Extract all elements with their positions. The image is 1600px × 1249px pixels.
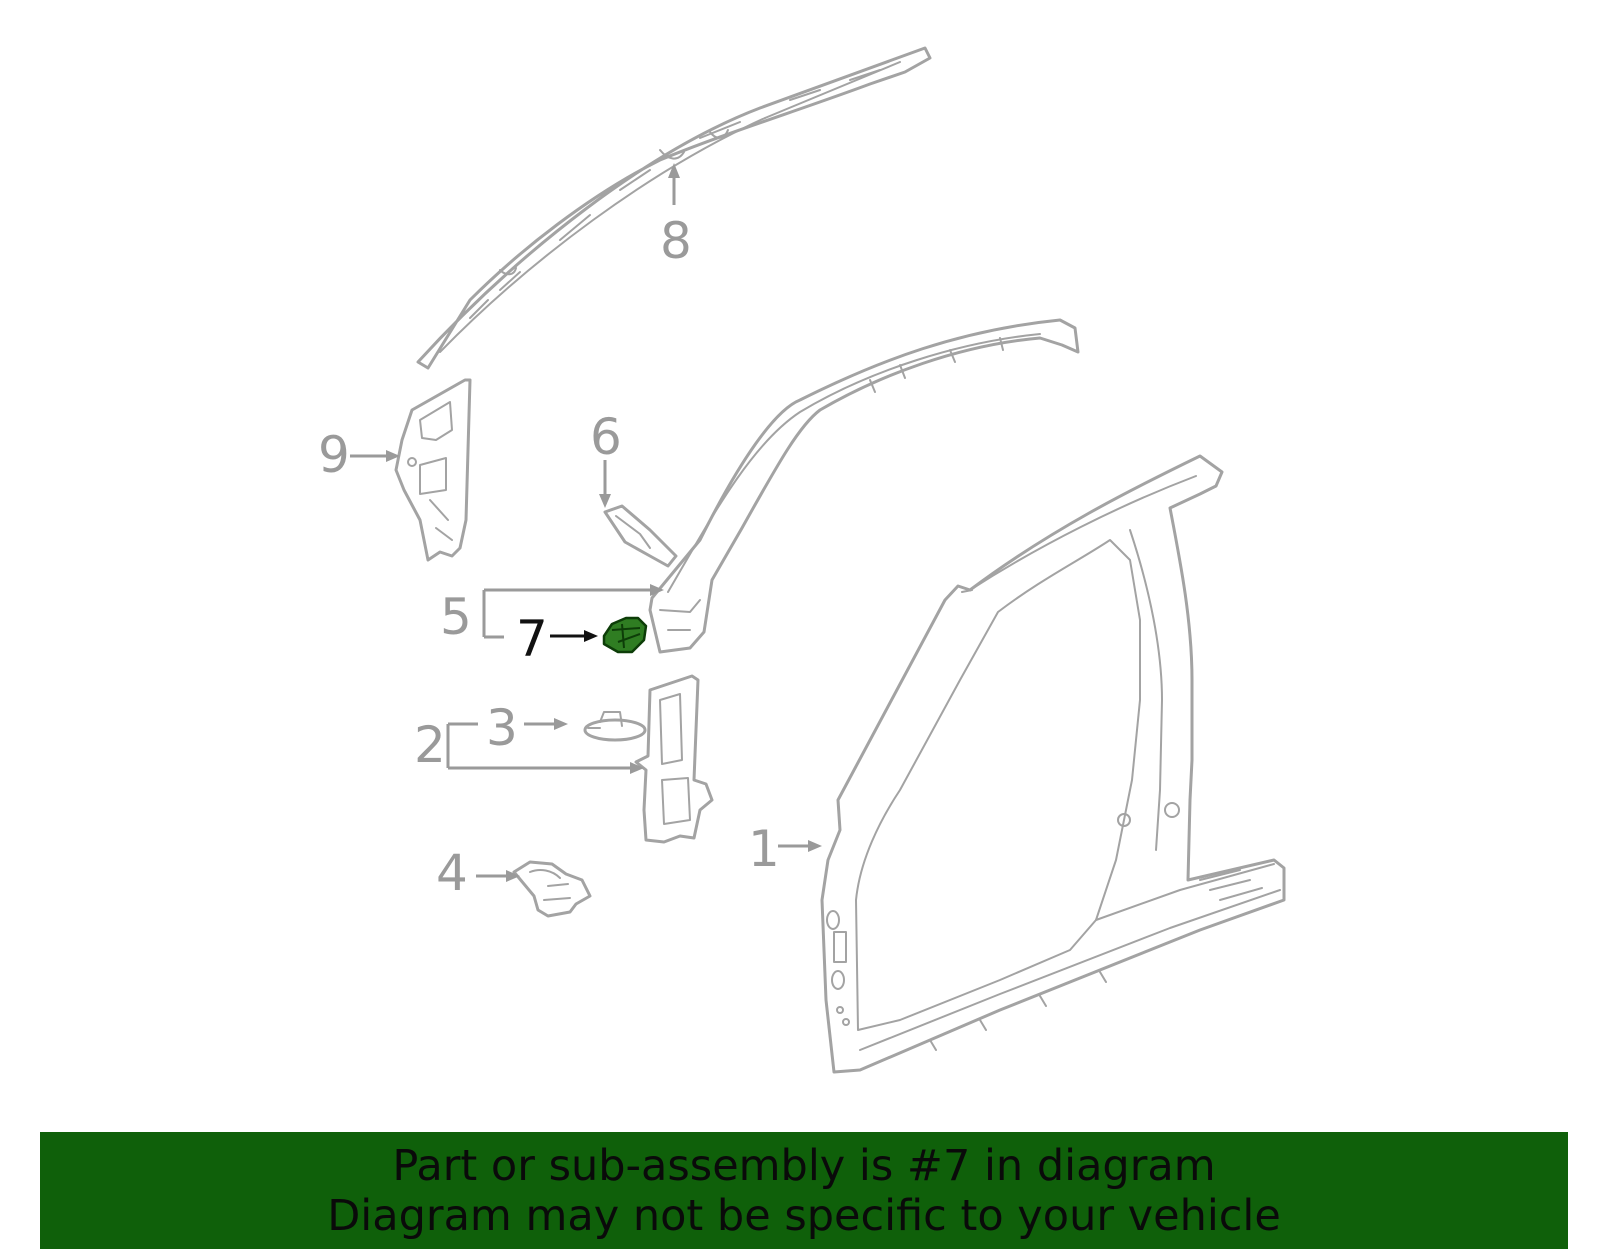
part-6-bracket[interactable] [603,504,678,568]
callout-7-highlighted: 7 [516,610,548,668]
part-7-highlighted-bracket[interactable] [602,616,648,654]
callout-9: 9 [318,426,350,484]
callout-3: 3 [486,699,518,757]
callout-8: 8 [660,212,692,270]
leader-lines [350,163,822,882]
callout-6: 6 [590,408,622,466]
part-2-pillar-reinforcement[interactable] [634,674,714,844]
part-8-roof-rail[interactable] [416,46,932,370]
callout-4: 4 [436,844,468,902]
callout-2: 2 [414,716,446,774]
banner-line-part-info: Part or sub-assembly is #7 in diagram [392,1140,1216,1191]
banner-line-disclaimer: Diagram may not be specific to your vehi… [327,1190,1281,1241]
part-1-side-body-panel[interactable] [820,454,1286,1074]
callout-5: 5 [440,588,472,646]
part-3-grommet[interactable] [583,711,647,742]
part-4-bracket[interactable] [512,860,592,918]
part-5-front-pillar[interactable] [648,318,1080,654]
callout-1: 1 [748,820,780,878]
part-9-bracket[interactable] [394,378,472,562]
info-banner: Part or sub-assembly is #7 in diagram Di… [40,1132,1568,1249]
